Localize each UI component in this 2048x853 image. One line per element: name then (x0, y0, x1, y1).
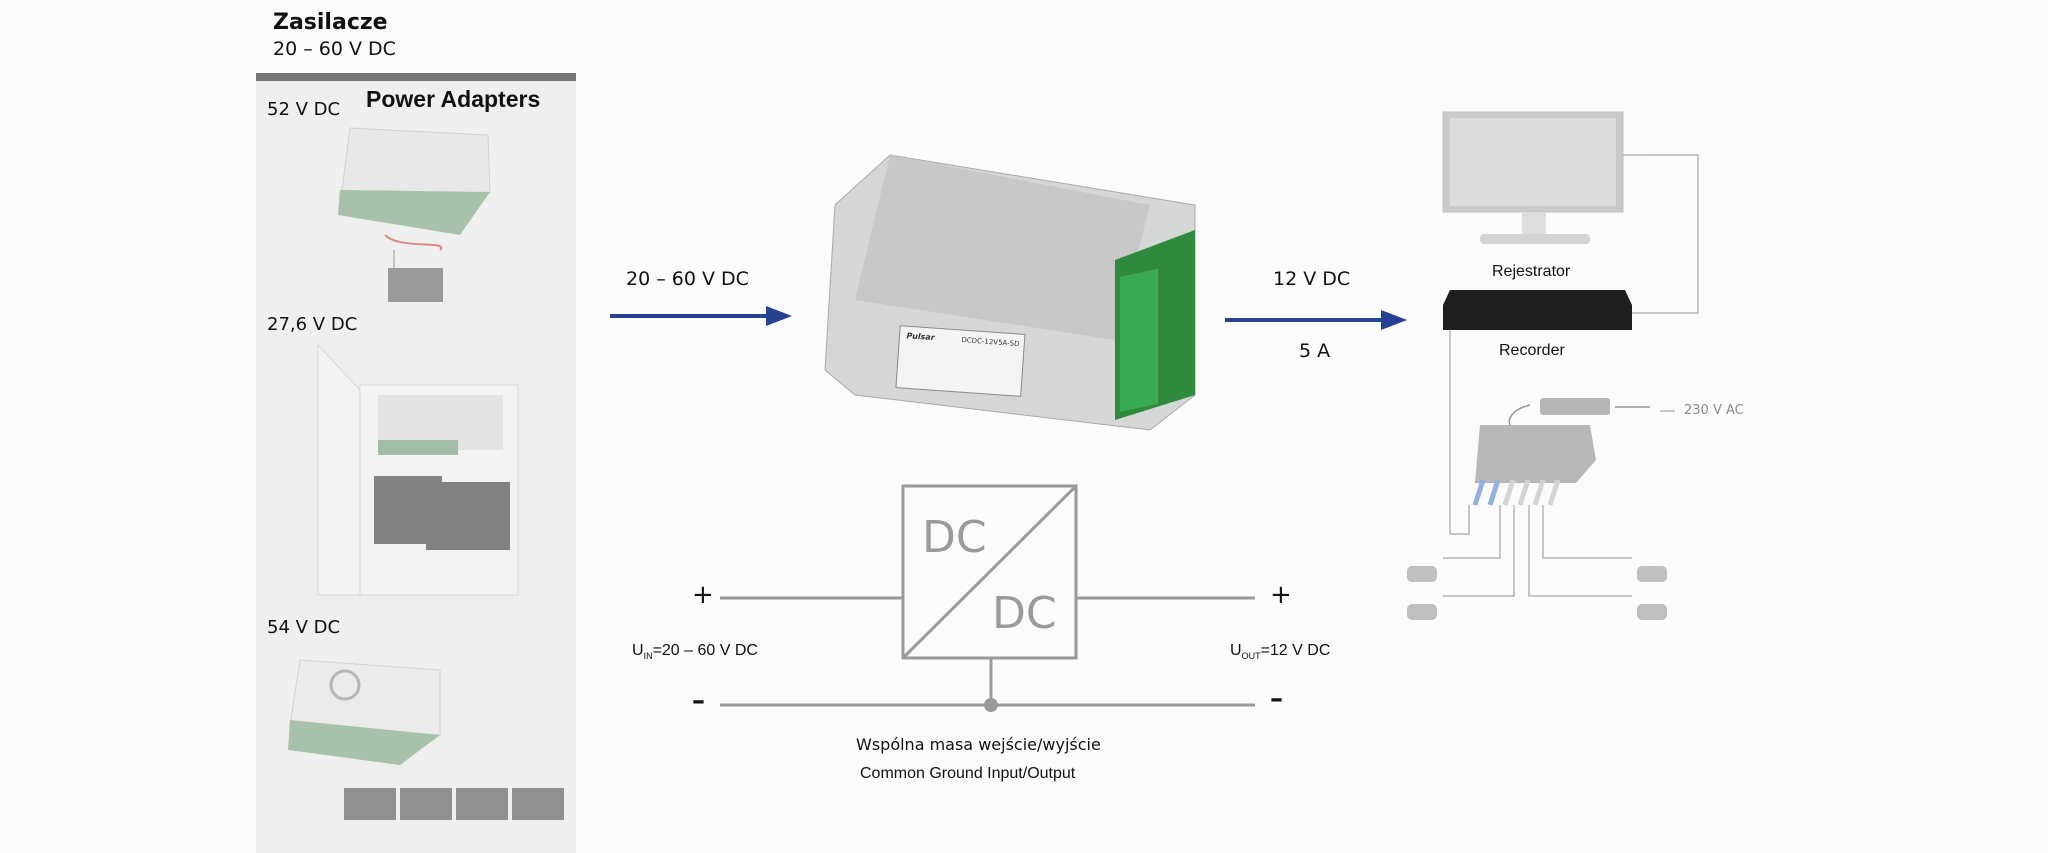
adapter-voltage-54: 54 V DC (267, 617, 341, 638)
adapter-27-6v-image (317, 343, 519, 596)
panel-heading: Power Adapters (366, 86, 541, 112)
output-voltage-subscript: OUT (1241, 651, 1261, 662)
schematic-dc-output: DC (992, 588, 1057, 639)
common-ground-label-pl: Wspólna masa wejście/wyjście (856, 735, 1101, 754)
ground-node (984, 698, 998, 712)
input-voltage-symbol: U (632, 642, 644, 659)
input-voltage-spec: UIN=20 – 60 V DC (632, 642, 758, 661)
panel-title: Zasilacze (273, 10, 388, 35)
common-ground-label-en: Common Ground Input/Output (860, 765, 1076, 782)
dcdc-converter-image (824, 154, 1196, 431)
output-voltage-symbol: U (1230, 642, 1242, 659)
input-voltage-value: =20 – 60 V DC (652, 642, 758, 659)
adapter-52v-image (338, 127, 491, 302)
panel-divider (256, 73, 576, 81)
input-voltage-subscript: IN (643, 651, 653, 662)
input-voltage-label: 20 – 60 V DC (626, 268, 749, 290)
output-plus-sign: + (1270, 580, 1292, 610)
input-plus-sign: + (692, 580, 714, 610)
output-voltage-spec: UOUT=12 V DC (1230, 642, 1330, 661)
adapter-voltage-52: 52 V DC (267, 99, 341, 120)
dcdc-schematic (720, 484, 1255, 707)
product-brand-label: Pulsar (906, 331, 936, 342)
cctv-system (1407, 111, 1699, 620)
adapter-54v-image (288, 659, 564, 820)
input-arrow (610, 306, 792, 326)
recorder-label-pl: Rejestrator (1492, 263, 1571, 280)
recorder-label-en: Recorder (1499, 342, 1565, 359)
output-current-label: 5 A (1299, 340, 1331, 362)
schematic-dc-input: DC (922, 512, 987, 563)
mains-voltage-label: 230 V AC (1684, 403, 1744, 418)
output-voltage-value: =12 V DC (1260, 642, 1331, 659)
input-minus-sign: – (692, 686, 705, 716)
output-arrow (1225, 310, 1407, 330)
output-voltage-label: 12 V DC (1273, 268, 1351, 290)
output-minus-sign: – (1270, 684, 1283, 714)
panel-subtitle: 20 – 60 V DC (273, 38, 396, 60)
adapter-voltage-27-6: 27,6 V DC (267, 314, 358, 335)
recorder-image (1443, 290, 1632, 330)
